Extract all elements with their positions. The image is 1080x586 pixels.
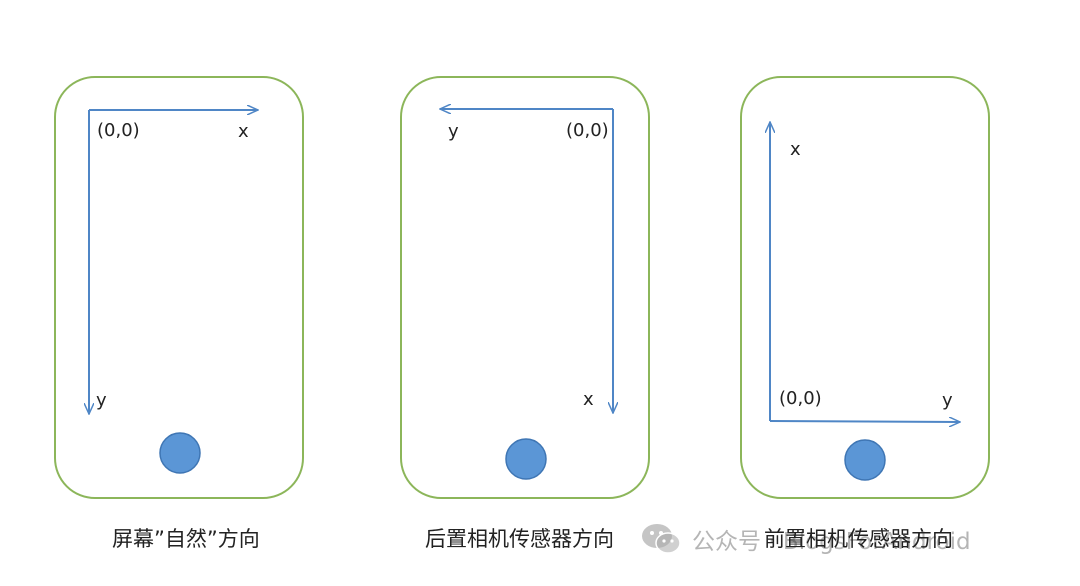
caption-natural: 屏幕”自然”方向 bbox=[112, 527, 260, 551]
y-axis-label: y bbox=[448, 121, 459, 142]
home-button bbox=[159, 432, 201, 474]
phone-panel-rear-camera: (0,0) y x bbox=[400, 76, 650, 499]
y-axis-arrow bbox=[769, 421, 960, 422]
y-axis-label: y bbox=[96, 390, 107, 411]
watermark: 公众号 · BlogsForAndroid bbox=[640, 521, 971, 557]
phone-frame bbox=[54, 76, 304, 499]
home-button bbox=[505, 438, 547, 480]
caption-front-camera: 前置相机传感器方向 bbox=[764, 527, 953, 551]
x-axis-label: x bbox=[238, 121, 249, 142]
phone-frame bbox=[740, 76, 990, 499]
wechat-icon bbox=[640, 522, 684, 556]
x-axis-label: x bbox=[583, 389, 594, 410]
phone-frame bbox=[400, 76, 650, 499]
origin-label: (0,0) bbox=[566, 120, 609, 141]
origin-label: (0,0) bbox=[97, 120, 140, 141]
watermark-text: 公众号 · BlogsForAndroid bbox=[692, 529, 971, 555]
y-axis-label: y bbox=[942, 390, 953, 411]
home-button bbox=[844, 439, 886, 481]
phone-panel-front-camera: x (0,0) y bbox=[740, 76, 990, 499]
origin-label: (0,0) bbox=[779, 388, 822, 409]
phone-panel-natural: (0,0) x y bbox=[54, 76, 304, 499]
x-axis-label: x bbox=[790, 139, 801, 160]
caption-rear-camera: 后置相机传感器方向 bbox=[425, 527, 614, 551]
